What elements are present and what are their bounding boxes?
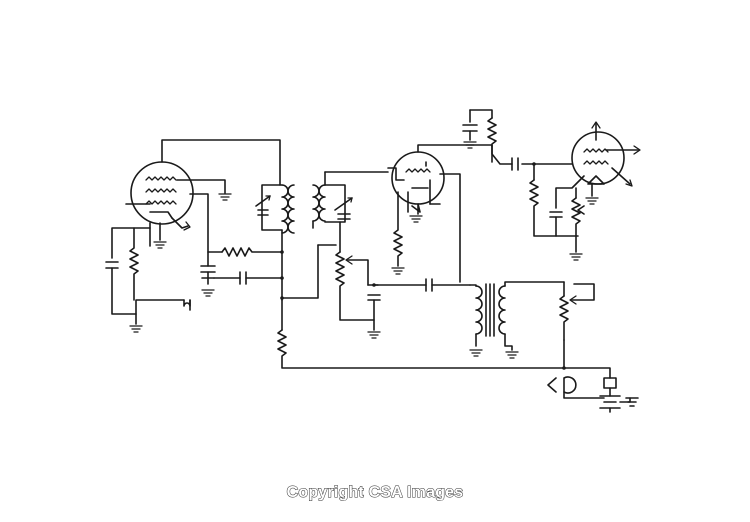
ground-icon — [569, 253, 583, 261]
ground-icon — [505, 351, 519, 359]
left-bias-network — [105, 227, 191, 325]
coupling-network-left — [189, 193, 283, 285]
battery-switch — [599, 377, 639, 413]
earphone-icon — [547, 376, 605, 399]
ground-icon — [218, 193, 232, 201]
ground-icon — [201, 289, 215, 297]
ground-icon — [129, 325, 143, 333]
ground-icon — [585, 197, 599, 205]
ground-icon — [391, 267, 405, 275]
left-vacuum-tube — [125, 139, 281, 247]
ground-icon — [409, 215, 423, 223]
copyright-watermark: Copyright CSA Images — [286, 484, 464, 502]
volume-potentiometer — [559, 281, 595, 369]
plate-supply-network — [462, 109, 513, 165]
tuning-coil-1 — [255, 184, 295, 301]
right-grid-network — [529, 163, 585, 253]
audio-transformer — [469, 281, 565, 351]
ground-icon — [469, 349, 483, 357]
ground-icon — [463, 141, 477, 149]
ground-icon — [153, 241, 167, 249]
right-vacuum-tube — [511, 121, 641, 197]
bottom-bus — [277, 299, 611, 379]
ground-icon — [367, 331, 381, 339]
mid-to-transformer-wire — [373, 173, 471, 292]
potentiometer-middle — [281, 244, 381, 331]
junction-dots — [280, 162, 566, 370]
middle-cathode-resistor — [393, 191, 441, 267]
tuning-coil-2 — [312, 171, 389, 253]
